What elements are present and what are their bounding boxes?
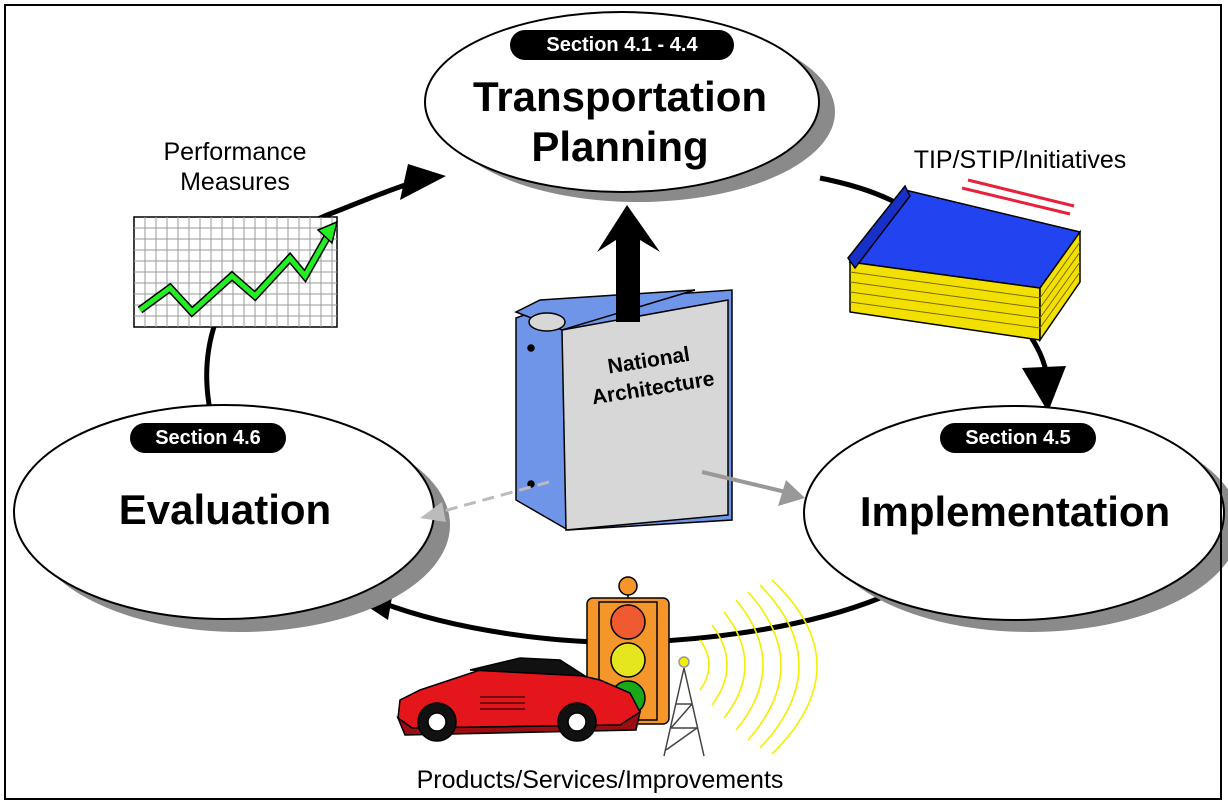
book-icon	[847, 178, 1082, 343]
chart-icon	[133, 216, 339, 328]
evaluation-section-badge: Section 4.6	[130, 423, 286, 453]
planning-title-line2: Planning	[531, 123, 709, 170]
signal-waves-icon	[699, 579, 818, 755]
binder-to-planning-arrow	[597, 205, 660, 322]
car-icon	[396, 657, 642, 742]
products-caption: Products/Services/Improvements	[416, 766, 784, 794]
chart-trend-line-fill	[138, 230, 333, 316]
implementation-title: Implementation	[859, 488, 1171, 535]
planning-title-line1: Transportation	[472, 73, 768, 120]
binder-icon	[514, 289, 733, 531]
planning-section-badge: Section 4.1 - 4.4	[510, 30, 734, 60]
tip-caption: TIP/STIP/Initiatives	[913, 146, 1127, 174]
signal-red-lamp	[610, 604, 646, 640]
implementation-section-badge: Section 4.5	[940, 423, 1096, 453]
arrowhead-to-planning	[400, 164, 446, 200]
binder-to-implementation-arrow	[701, 470, 791, 495]
performance-caption-line2: Measures	[180, 168, 290, 196]
evaluation-title: Evaluation	[118, 486, 332, 533]
implementation-ellipse	[803, 405, 1225, 621]
performance-measures-caption: Performance Measures	[130, 137, 340, 197]
arrowhead-to-implementation	[1022, 366, 1066, 412]
signal-yellow-lamp	[610, 642, 646, 678]
antenna-tower-icon	[663, 656, 705, 757]
performance-caption-line1: Performance	[163, 138, 307, 166]
